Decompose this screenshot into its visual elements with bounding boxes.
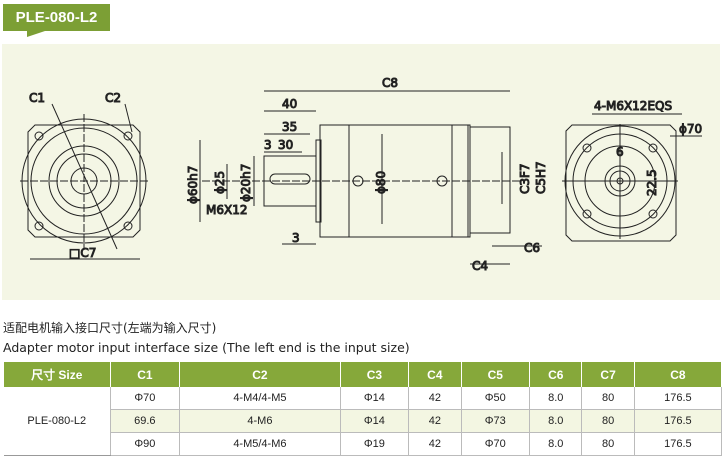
label-m6x12: M6X12 — [206, 203, 247, 217]
cell: 42 — [408, 409, 462, 433]
output-end-view — [562, 113, 702, 242]
cell: 4-M6 — [179, 409, 341, 433]
cell: 8.0 — [529, 432, 583, 456]
cell: Φ70 — [461, 432, 531, 456]
col-header-c5: C5 — [461, 362, 531, 387]
cell: Φ90 — [110, 432, 181, 456]
table-row: 69.6 4-M6 Φ14 42 Φ73 8.0 80 176.5 — [4, 409, 723, 433]
label-22-5: 22.5 — [645, 169, 659, 196]
size-cell: PLE-080-L2 — [4, 387, 111, 456]
cell: 80 — [581, 387, 635, 410]
col-header-c7: C7 — [581, 362, 635, 387]
dimension-table: 尺寸 Size C1 C2 C3 C4 C5 C6 C7 C8 PLE-080-… — [4, 362, 723, 456]
cell: 8.0 — [529, 387, 583, 410]
cell: 80 — [581, 432, 635, 456]
cell: Φ70 — [110, 387, 181, 410]
label-30: 30 — [278, 138, 293, 152]
table-row: PLE-080-L2 Φ70 4-M4/4-M5 Φ14 42 Φ50 8.0 … — [4, 387, 723, 456]
cell: 80 — [581, 409, 635, 433]
label-3-bottom: 3 — [292, 231, 300, 245]
cell: 4-M5/4-M6 — [179, 432, 341, 456]
label-phi80: ϕ80 — [374, 171, 388, 194]
cell: 4-M4/4-M5 — [179, 387, 341, 410]
label-c3: C3F7 — [518, 163, 532, 194]
label-4-m6x12eqs: 4-M6X12EQS — [594, 99, 672, 113]
side-view — [199, 90, 542, 265]
model-badge: PLE-080-L2 — [3, 4, 110, 31]
cell: 8.0 — [529, 409, 583, 433]
label-c4: C4 — [472, 259, 488, 273]
label-phi70: ϕ70 — [679, 122, 702, 136]
cell: Φ50 — [461, 387, 531, 410]
cell: Φ73 — [461, 409, 531, 433]
technical-drawing: C1 C2 □C7 C8 40 35 3 30 ϕ60h7 ϕ25 ϕ20h7 … — [2, 44, 720, 300]
cell: 42 — [408, 432, 462, 456]
cell: 42 — [408, 387, 462, 410]
table-header-row: 尺寸 Size C1 C2 C3 C4 C5 C6 C7 C8 — [4, 362, 723, 387]
label-phi20: ϕ20h7 — [239, 164, 253, 202]
col-header-c8: C8 — [634, 362, 723, 387]
label-c1: C1 — [29, 91, 45, 105]
caption-english: Adapter motor input interface size (The … — [3, 340, 410, 355]
cell: Φ14 — [340, 387, 410, 410]
badge-tail — [27, 31, 45, 37]
caption-chinese: 适配电机输入接口尺寸(左端为输入尺寸) — [3, 321, 217, 335]
col-header-c3: C3 — [340, 362, 410, 387]
col-header-size: 尺寸 Size — [4, 362, 111, 387]
label-3-top: 3 — [264, 138, 272, 152]
label-40: 40 — [282, 97, 297, 111]
label-c2: C2 — [105, 91, 121, 105]
label-c7: □C7 — [69, 246, 96, 260]
cell: Φ19 — [340, 432, 410, 456]
cell: 176.5 — [634, 432, 723, 456]
label-c8: C8 — [382, 76, 398, 90]
label-phi25: ϕ25 — [213, 171, 227, 194]
cell: 176.5 — [634, 409, 723, 433]
col-header-c4: C4 — [408, 362, 462, 387]
label-c5: C5H7 — [534, 161, 548, 194]
col-header-c1: C1 — [110, 362, 181, 387]
label-6: 6 — [616, 145, 624, 159]
input-end-view — [20, 103, 148, 260]
label-35: 35 — [282, 120, 297, 134]
label-c6: C6 — [524, 241, 540, 255]
label-phi60: ϕ60h7 — [186, 166, 200, 204]
col-header-c2: C2 — [179, 362, 341, 387]
table-row: Φ90 4-M5/4-M6 Φ19 42 Φ70 8.0 80 176.5 — [4, 432, 723, 456]
cell: Φ14 — [340, 409, 410, 433]
col-header-c6: C6 — [529, 362, 583, 387]
cell: 69.6 — [110, 409, 181, 433]
cell: 176.5 — [634, 387, 723, 410]
